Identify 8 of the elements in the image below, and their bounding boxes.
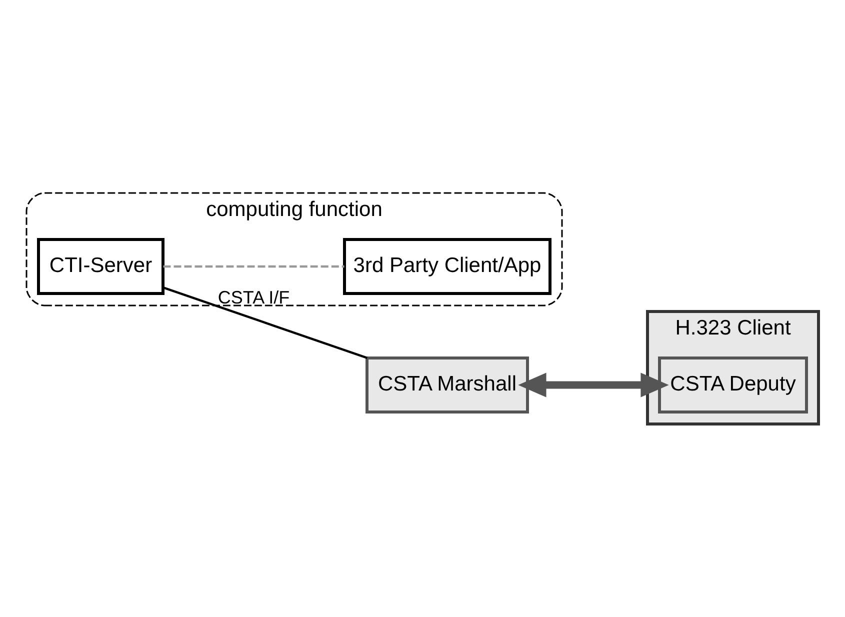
node-box: 3rd Party Client/App <box>343 238 552 295</box>
connector <box>163 265 344 268</box>
node-box: CSTA Deputy <box>658 356 808 414</box>
arrow <box>518 372 669 398</box>
connector <box>162 286 368 359</box>
edge-label: CSTA I/F <box>218 287 290 308</box>
node-box: CTI-Server <box>37 238 164 295</box>
node-box: CSTA Marshall <box>366 356 529 414</box>
